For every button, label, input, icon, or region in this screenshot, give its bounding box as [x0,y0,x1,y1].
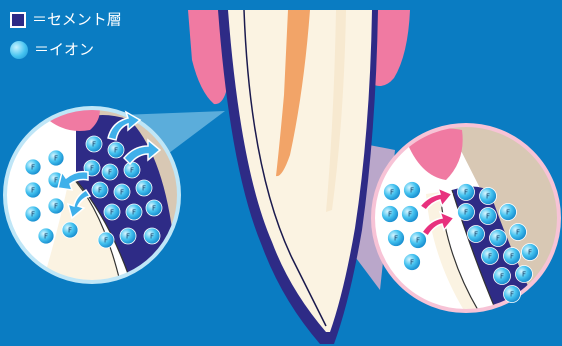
ion-marker: F [104,204,120,220]
ion-marker: F [480,188,497,205]
cement-layer-swatch-icon [10,12,26,28]
ion-marker: F [114,184,130,200]
ion-symbol: F [150,233,154,241]
ion-marker: F [120,228,136,244]
legend-ion-label: ＝イオン [34,41,94,59]
ion-marker: F [458,204,475,221]
ion-marker: F [25,182,41,198]
ion-symbol: F [114,147,118,155]
ion-symbol: F [474,231,478,239]
ion-marker: F [86,136,102,152]
ion-marker: F [384,184,401,201]
legend-cement-label: ＝セメント層 [32,11,122,29]
ion-marker: F [98,232,114,248]
ion-marker: F [516,266,533,283]
ion-symbol: F [110,209,114,217]
ion-marker: F [482,248,499,265]
ion-marker: F [25,206,41,222]
ion-marker: F [494,268,511,285]
ion-symbol: F [104,237,108,245]
ion-symbol: F [90,165,94,173]
ion-symbol: F [410,187,414,195]
ion-marker: F [126,204,142,220]
ion-marker: F [504,248,521,265]
ion-symbol: F [130,167,134,175]
legend-cement-layer: ＝セメント層 [10,10,122,29]
ion-symbol: F [54,155,58,163]
ion-symbol: F [486,213,490,221]
ion-symbol: F [408,211,412,219]
ion-marker: F [108,142,124,158]
ion-symbol: F [126,233,130,241]
ion-marker: F [504,286,521,303]
ion-symbol: F [506,209,510,217]
ion-symbol: F [500,273,504,281]
ion-symbol: F [120,189,124,197]
ion-marker: F [522,244,539,261]
ion-marker: F [48,150,64,166]
ion-symbol: F [54,177,58,185]
ion-marker: F [468,226,485,243]
ion-symbol: F [44,233,48,241]
ion-marker: F [490,230,507,247]
ion-swatch-icon [10,41,28,59]
ion-marker: F [402,206,419,223]
ion-symbol: F [54,203,58,211]
ion-symbol: F [31,211,35,219]
ion-symbol: F [390,189,394,197]
ion-symbol: F [464,189,468,197]
ion-marker: F [25,159,41,175]
ion-marker: F [510,224,527,241]
ion-marker: F [92,182,108,198]
legend-ion: ＝イオン [10,40,94,59]
ion-marker: F [458,184,475,201]
ion-symbol: F [92,141,96,149]
ion-marker: F [382,206,399,223]
ion-marker: F [102,164,118,180]
ion-marker: F [146,200,162,216]
ion-marker: F [62,222,78,238]
ion-symbol: F [31,187,35,195]
ion-symbol: F [510,253,514,261]
ion-symbol: F [496,235,500,243]
ion-symbol: F [152,205,156,213]
ion-marker: F [480,208,497,225]
ion-symbol: F [488,253,492,261]
ion-symbol: F [510,291,514,299]
ion-symbol: F [98,187,102,195]
right-magnifier-lens [373,125,562,320]
ion-marker: F [38,228,54,244]
ion-symbol: F [410,259,414,267]
ion-symbol: F [388,211,392,219]
ion-marker: F [404,254,421,271]
ion-symbol: F [142,185,146,193]
ion-symbol: F [416,237,420,245]
ion-marker: F [144,228,160,244]
ion-symbol: F [486,193,490,201]
ion-marker: F [136,180,152,196]
ion-symbol: F [394,235,398,243]
ion-symbol: F [528,249,532,257]
ion-marker: F [124,162,140,178]
ion-marker: F [500,204,517,221]
ion-symbol: F [522,271,526,279]
ion-symbol: F [464,209,468,217]
ion-symbol: F [108,169,112,177]
ion-marker: F [388,230,405,247]
ion-symbol: F [68,227,72,235]
ion-symbol: F [132,209,136,217]
ion-symbol: F [31,164,35,172]
ion-symbol: F [516,229,520,237]
ion-marker: F [48,198,64,214]
ion-marker: F [404,182,421,199]
